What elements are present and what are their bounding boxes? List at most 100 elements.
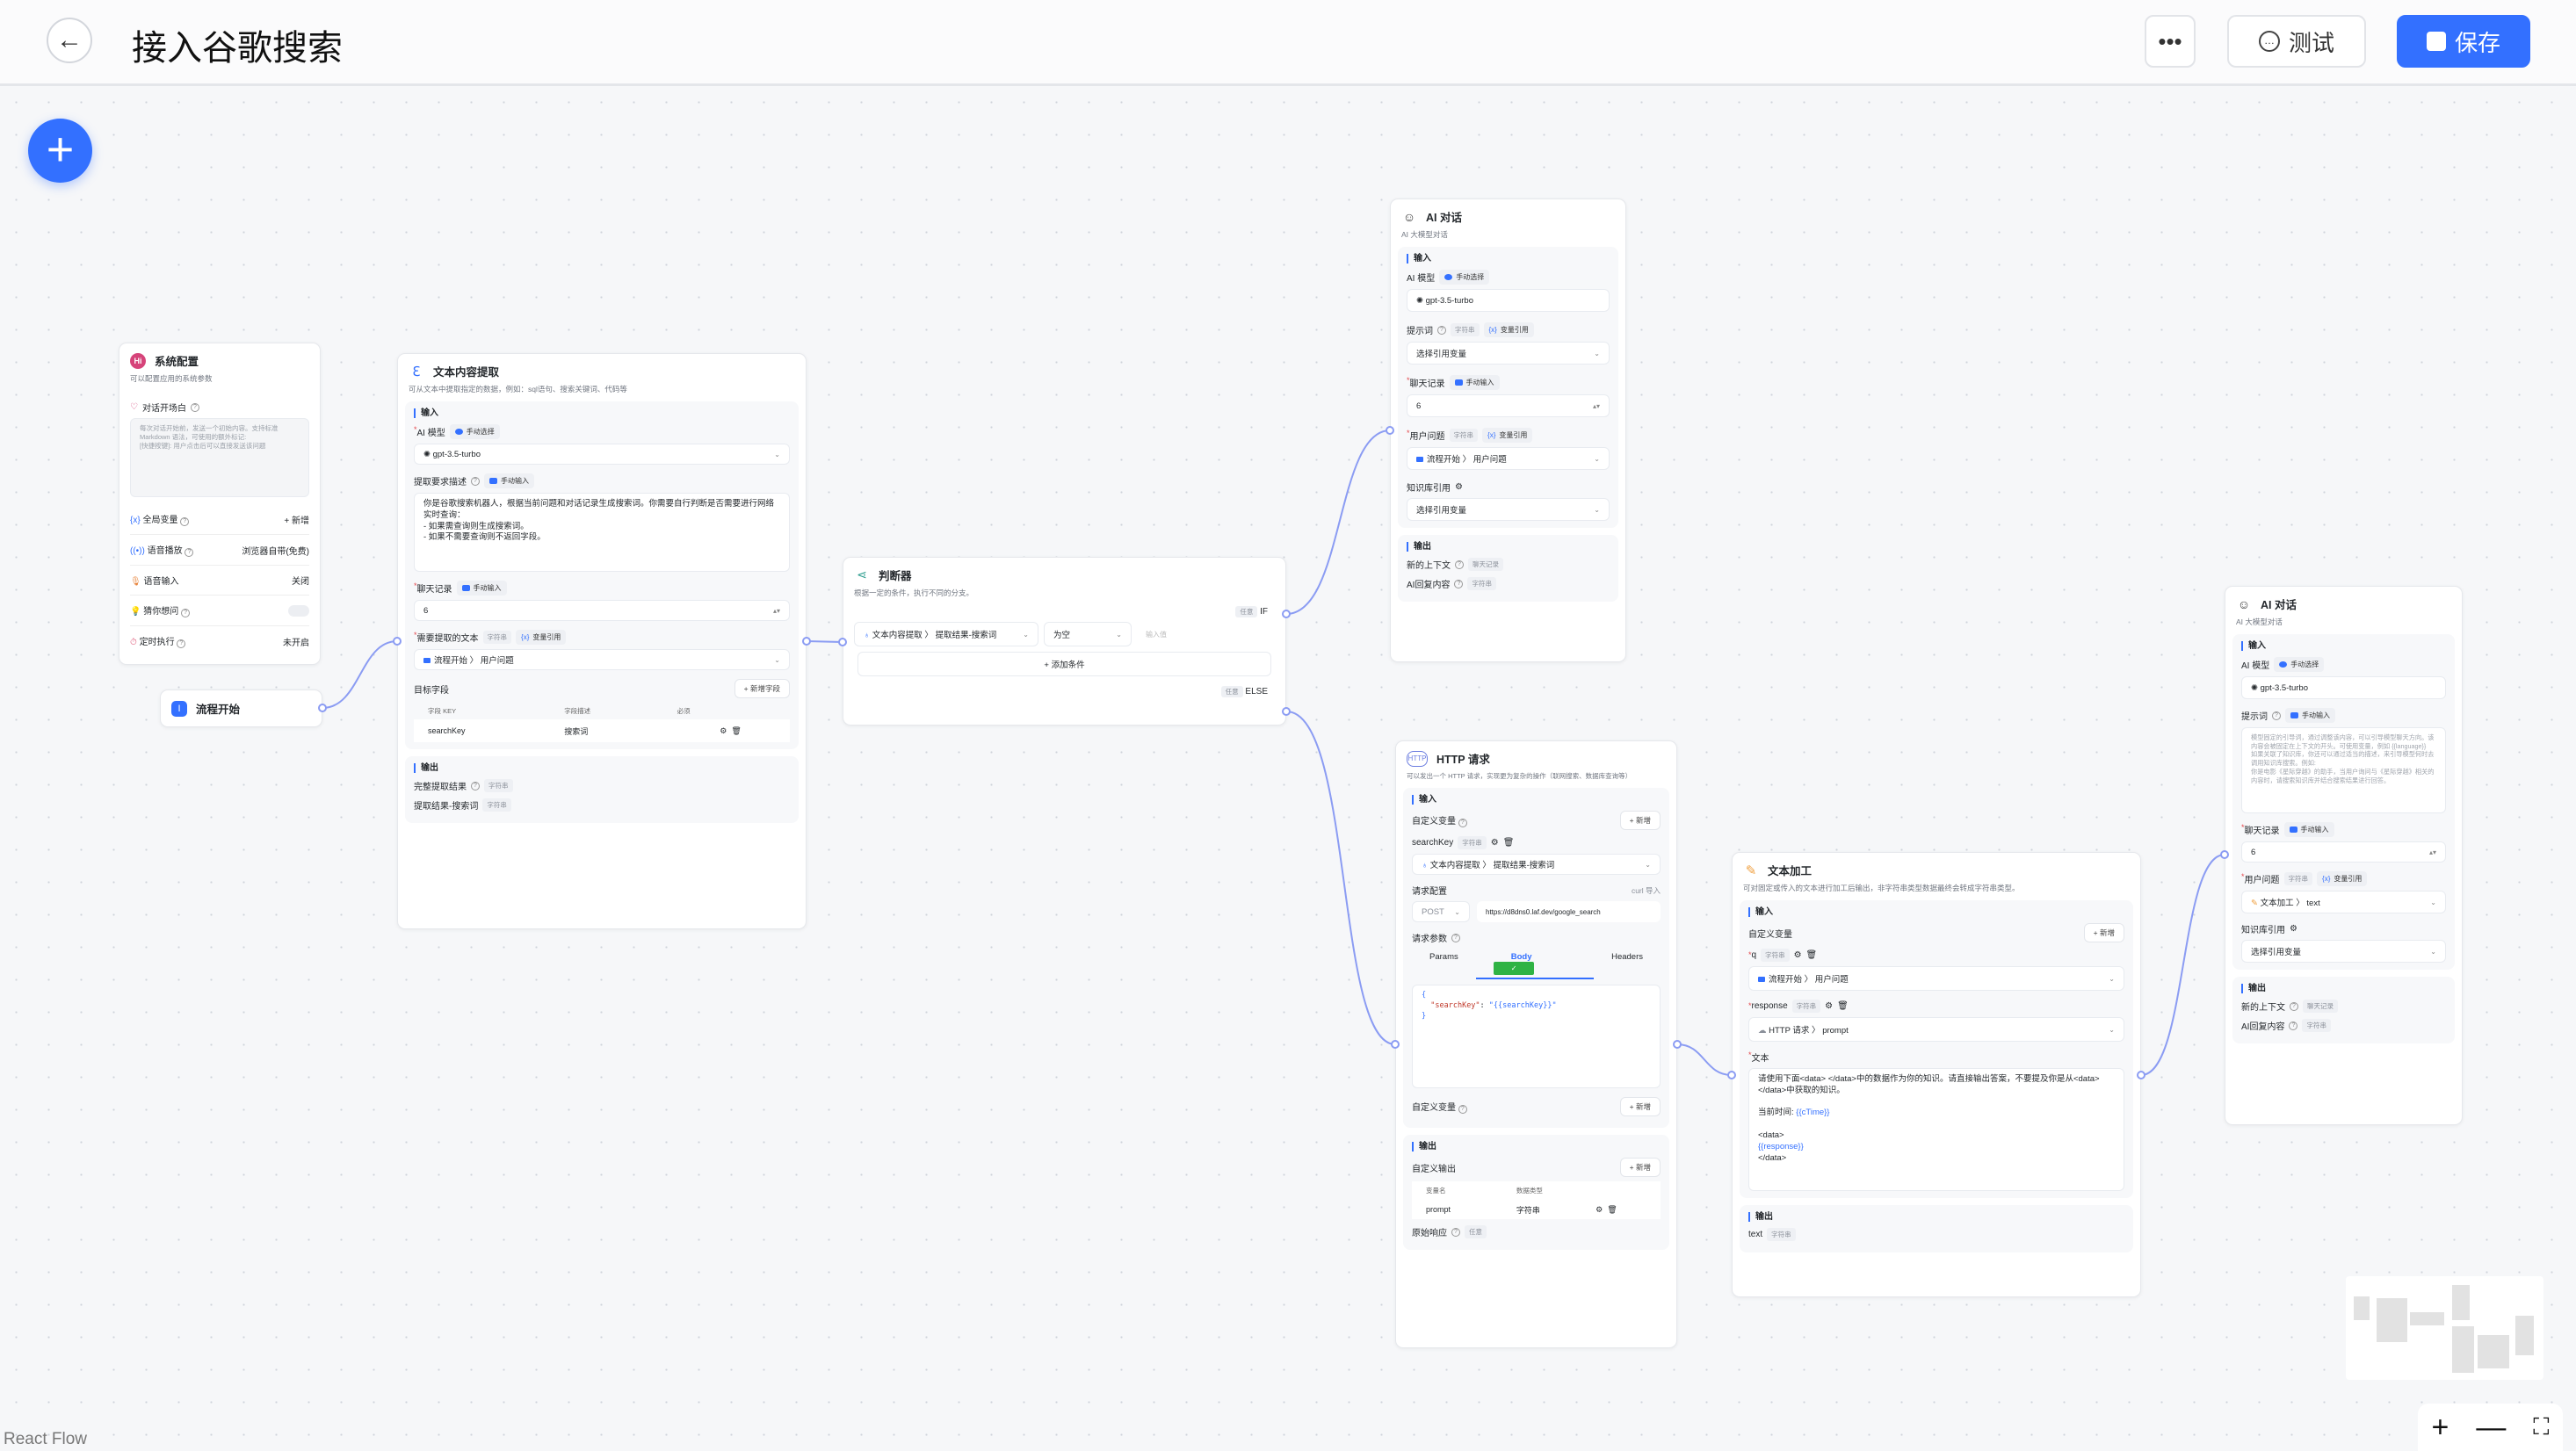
body-editor[interactable]: { "searchKey": "{{searchKey}}" } (1412, 985, 1661, 1088)
tab-body[interactable]: Body ✓ (1475, 949, 1595, 979)
fit-view-icon[interactable]: ⛶ (2533, 1413, 2550, 1440)
url-input[interactable]: https://d8dns0.laf.dev/google_search (1477, 901, 1661, 922)
tab-params[interactable]: Params (1429, 952, 1458, 962)
setting-tts[interactable]: ((•)) 语音播放 ?浏览器自带(免费) (130, 535, 309, 566)
add-node-button[interactable]: + (28, 119, 92, 183)
text-process-target-handle[interactable] (1727, 1071, 1736, 1079)
stepper-icon[interactable]: ▴▾ (1592, 401, 1600, 410)
add-variable-button[interactable]: + 新增 (1619, 811, 1661, 830)
more-button[interactable]: ••• (2145, 15, 2196, 68)
variable-ref-select[interactable]: ♁ 文本内容提取 〉 提取结果-搜索词⌄ (1412, 854, 1661, 875)
question-select[interactable]: ✎ 文本加工 〉 text⌄ (2241, 891, 2446, 913)
suggest-toggle[interactable] (288, 604, 309, 617)
add-variable-button[interactable]: + 新增 (1619, 1097, 1661, 1116)
kb-select[interactable]: 选择引用变量⌄ (1407, 498, 1610, 521)
model-mode-tag[interactable]: 手动选择 (2274, 657, 2325, 672)
condition-variable-select[interactable]: ♁ 文本内容提取 〉 提取结果-搜索词⌄ (854, 622, 1038, 646)
tab-headers[interactable]: Headers (1611, 952, 1643, 962)
model-select[interactable]: ✺ gpt-3.5-turbo (1407, 289, 1610, 312)
manual-input-tag[interactable]: 手动输入 (456, 581, 507, 596)
settings-gear-icon[interactable]: ⚙ (1793, 950, 1802, 960)
extract-prompt-textarea[interactable]: 你是谷歌搜索机器人，根据当前问题和对话记录生成搜索词。你需要自行判断是否需要进行… (414, 493, 790, 572)
model-mode-tag[interactable]: 手动选择 (449, 424, 500, 439)
text-process-source-handle[interactable] (2137, 1071, 2145, 1079)
node-judge[interactable]: ⋖判断器 根据一定的条件，执行不同的分支。 任意 IF ♁ 文本内容提取 〉 提… (843, 557, 1286, 726)
back-button[interactable]: ← (47, 18, 92, 63)
ai-chat-1-target-handle[interactable] (1386, 426, 1394, 435)
add-condition-button[interactable]: + 添加条件 (857, 652, 1271, 676)
text-extract-target-handle[interactable] (393, 637, 402, 646)
trash-icon[interactable]: 🗑 (1502, 838, 1515, 848)
prompt-textarea[interactable]: 模型固定的引导词，通过调整该内容，可以引导模型聊天方向。该内容会被固定在上下文的… (2241, 727, 2446, 813)
manual-input-tag[interactable]: 手动输入 (484, 473, 534, 488)
add-variable-button[interactable]: + 新增 (2083, 923, 2124, 942)
node-text-process[interactable]: ✎文本加工 可对固定或传入的文本进行加工后输出，非字符串类型数据最终会转成字符串… (1732, 852, 2141, 1297)
settings-gear-icon[interactable]: ⚙ (1596, 1204, 1603, 1214)
flow-start-source-handle[interactable] (318, 704, 327, 712)
settings-gear-icon[interactable]: ⚙ (2290, 924, 2297, 934)
node-ai-chat-1[interactable]: ☺AI 对话 AI 大模型对话 输入 AI 模型手动选择 ✺ gpt-3.5-t… (1390, 199, 1626, 662)
question-select[interactable]: 流程开始 〉 用户问题⌄ (1407, 447, 1610, 470)
text-template-editor[interactable]: 请使用下面<data> </data>中的数据作为你的知识。请直接输出答案，不要… (1748, 1068, 2124, 1191)
settings-gear-icon[interactable]: ⚙ (1490, 838, 1499, 848)
trash-icon[interactable]: 🗑 (1837, 1001, 1849, 1011)
stepper-icon[interactable]: ▴▾ (772, 606, 780, 615)
minimap[interactable] (2346, 1276, 2543, 1380)
history-number-input[interactable]: 6▴▾ (2241, 841, 2446, 863)
method-select[interactable]: POST⌄ (1412, 901, 1470, 922)
welcome-textarea[interactable]: 每次对话开始前，发送一个初始内容。支持标准 Markdown 语法，可使用的额外… (130, 418, 309, 497)
prompt-select[interactable]: 选择引用变量⌄ (1407, 342, 1610, 365)
add-field-button[interactable]: + 新增字段 (734, 679, 790, 698)
setting-voice-input[interactable]: 🎙 语音输入关闭 (130, 566, 309, 596)
ai-chat-2-target-handle[interactable] (2220, 850, 2229, 859)
setting-global-vars[interactable]: {x} 全局变量 ?+ 新增 (130, 504, 309, 535)
kb-select[interactable]: 选择引用变量⌄ (2241, 940, 2446, 963)
judge-target-handle[interactable] (838, 638, 847, 646)
model-select[interactable]: ✺ gpt-3.5-turbo⌄ (414, 444, 790, 465)
model-mode-tag[interactable]: 手动选择 (1439, 270, 1490, 285)
save-button[interactable]: 保存 (2397, 15, 2530, 68)
manual-input-tag[interactable]: 手动输入 (2283, 822, 2334, 837)
workflow-canvas[interactable] (0, 86, 2576, 1451)
model-select[interactable]: ✺ gpt-3.5-turbo (2241, 676, 2446, 699)
variable-ref-tag[interactable]: {x}变量引用 (1482, 428, 1533, 443)
history-number-input[interactable]: 6▴▾ (1407, 394, 1610, 417)
react-flow-attribution[interactable]: React Flow (4, 1430, 88, 1448)
manual-input-tag[interactable]: 手动输入 (2285, 708, 2335, 723)
setting-suggest-questions[interactable]: 💡 猜你想问 ? (130, 596, 309, 626)
settings-gear-icon[interactable]: ⚙ (1825, 1001, 1834, 1011)
add-global-var-button[interactable]: + 新增 (284, 516, 309, 526)
variable-ref-select[interactable]: 流程开始 〉 用户问题⌄ (1748, 966, 2124, 991)
text-ref-select[interactable]: 流程开始 〉 用户问题⌄ (414, 649, 790, 670)
variable-ref-tag[interactable]: {x}变量引用 (1483, 322, 1534, 337)
manual-input-tag[interactable]: 手动输入 (1449, 375, 1500, 390)
settings-gear-icon[interactable]: ⚙ (720, 726, 727, 735)
text-extract-source-handle[interactable] (802, 637, 811, 646)
trash-icon[interactable]: 🗑 (731, 726, 742, 735)
trash-icon[interactable]: 🗑 (1805, 950, 1818, 960)
stepper-icon[interactable]: ▴▾ (2428, 848, 2436, 856)
test-button[interactable]: …测试 (2227, 15, 2366, 68)
curl-import-link[interactable]: curl 导入 (1631, 885, 1661, 895)
settings-gear-icon[interactable]: ⚙ (1455, 482, 1463, 492)
history-number-input[interactable]: 6▴▾ (414, 600, 790, 621)
zoom-in-icon[interactable]: + (2431, 1410, 2449, 1444)
http-target-handle[interactable] (1391, 1040, 1400, 1049)
http-source-handle[interactable] (1673, 1040, 1682, 1049)
variable-ref-tag[interactable]: {x}变量引用 (516, 630, 567, 645)
judge-if-handle[interactable] (1282, 610, 1291, 618)
trash-icon[interactable]: 🗑 (1607, 1204, 1617, 1214)
add-output-button[interactable]: + 新增 (1619, 1158, 1661, 1177)
variable-ref-tag[interactable]: {x}变量引用 (2317, 871, 2368, 886)
zoom-out-icon[interactable]: — (2476, 1410, 2507, 1444)
node-ai-chat-2[interactable]: ☺AI 对话 AI 大模型对话 输入 AI 模型手动选择 ✺ gpt-3.5-t… (2225, 586, 2463, 1125)
condition-value-input[interactable]: 输入值 (1146, 630, 1167, 639)
variable-ref-select[interactable]: ☁ HTTP 请求 〉 prompt⌄ (1748, 1017, 2124, 1042)
judge-else-handle[interactable] (1282, 707, 1291, 716)
condition-operator-select[interactable]: 为空⌄ (1044, 622, 1132, 646)
setting-schedule[interactable]: ⏱ 定时执行 ?未开启 (130, 626, 309, 656)
